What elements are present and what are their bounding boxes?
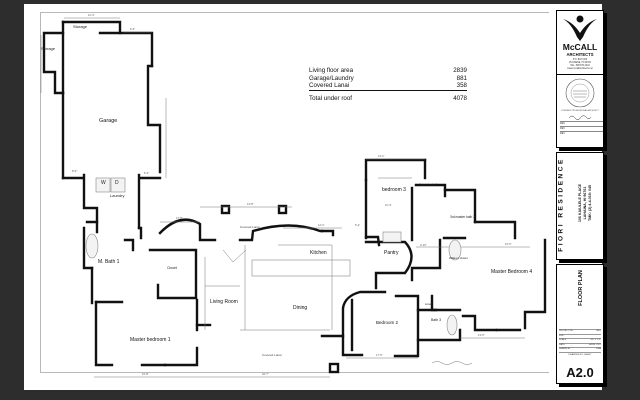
dim-bedroom3-top: 13'-1" bbox=[378, 155, 385, 158]
stamp-text: LICENSED PROFESSIONAL ARCHITECT bbox=[561, 110, 599, 112]
room-label-bedroom-2: Bedroom 2 bbox=[376, 320, 399, 325]
firm-address-line: TEL: 808.870.2322 bbox=[570, 65, 590, 67]
room-label-guest-bath-2: Guest bath 2 bbox=[419, 183, 438, 187]
washer-label: W bbox=[101, 180, 106, 186]
dim-mb4-width: 15'-0" bbox=[505, 243, 512, 246]
area-value: 881 bbox=[456, 74, 467, 82]
dim-kitchen-right: 6'-2" bbox=[355, 224, 361, 227]
room-label-master-bedroom-4: Master Bedroom 4 bbox=[491, 269, 533, 275]
room-label-laundry: Laundry bbox=[110, 193, 125, 198]
room-label-garage: Garage bbox=[99, 118, 118, 124]
dim-bedroom3-width: 10'-4" bbox=[385, 204, 392, 207]
sheet-title: FLOOR PLAN bbox=[578, 270, 584, 306]
room-label-walk-in-closet: Walk-in closet bbox=[449, 256, 468, 260]
drawing-border bbox=[40, 12, 549, 373]
room-label-covered-lanai-south: Covered Lanai bbox=[262, 353, 282, 357]
project-tmk: TMK: (2) 4-4-019: 045 bbox=[588, 185, 592, 221]
dim-kitchen-top: 12'-1" bbox=[318, 224, 325, 227]
drawing-no-label: DRAWING NO. SHEET bbox=[568, 353, 592, 356]
room-label-storage-left: Storage bbox=[41, 46, 56, 51]
room-label-linen: Linen bbox=[425, 302, 433, 306]
room-label-closet: Closet bbox=[167, 266, 177, 270]
firm-logo-icon bbox=[563, 15, 597, 41]
dim-garage-bottom-left: 8'-0" bbox=[72, 170, 78, 173]
area-row: Covered Lanai 358 bbox=[309, 82, 467, 91]
title-block-project: FIORI RESIDENCE 106 KAIULELE PLACE LAHAI… bbox=[556, 152, 604, 260]
dim-master1-bottom: 15'-8" bbox=[142, 373, 149, 376]
area-total-row: Total under roof 4078 bbox=[309, 95, 467, 103]
architect-stamp-icon bbox=[565, 78, 595, 108]
dim-lanai-left: 17'-8" bbox=[176, 217, 183, 220]
meta-row: FILE bbox=[559, 333, 601, 339]
firm-name: McCALL bbox=[562, 42, 598, 52]
sheet-number: A2.0 bbox=[566, 365, 594, 380]
dim-mb4-bottom: 13'-5" bbox=[478, 334, 485, 337]
firm-address-line: P.O. BOX 000 bbox=[572, 59, 588, 61]
project-name: FIORI RESIDENCE bbox=[557, 157, 565, 252]
rev-row: REV bbox=[560, 130, 603, 136]
area-total-value: 4078 bbox=[453, 94, 467, 102]
room-label-covered-lanai: Covered Lanai bbox=[240, 225, 260, 229]
dim-bedroom2-bottom: 17'-5" bbox=[376, 354, 383, 357]
area-row: Garage/Laundry 881 bbox=[309, 75, 467, 83]
area-value: 2839 bbox=[453, 67, 467, 74]
area-schedule: Living floor area 2839 Garage/Laundry 88… bbox=[309, 67, 467, 102]
area-label: Living floor area bbox=[309, 67, 354, 74]
firm-address-line: www.mccallarchitects.net bbox=[567, 68, 593, 70]
room-label-storage-top: Storage bbox=[73, 24, 88, 29]
area-total-label: Total under roof bbox=[309, 94, 352, 102]
rev-row: REV bbox=[560, 125, 603, 131]
room-label-bath-3: Bath 3 bbox=[431, 318, 442, 322]
dim-lanai-width: 14'-8" bbox=[247, 203, 254, 206]
dryer-label: D bbox=[115, 180, 119, 186]
dim-overall-bottom: 32'-7" bbox=[262, 373, 269, 376]
room-label-master-bath-3: 3rd master bath 3 bbox=[450, 215, 475, 219]
room-label-dining: Dining bbox=[293, 305, 308, 311]
rev-row: REV bbox=[560, 120, 603, 126]
area-row: Living floor area 2839 bbox=[309, 67, 467, 75]
dim-garage-bottom-right: 6'-0" bbox=[144, 172, 150, 175]
dim-garage-right-top: 6'-6" bbox=[130, 28, 136, 31]
room-label-living-room: Living Room bbox=[210, 299, 238, 305]
room-label-pantry: Pantry bbox=[384, 250, 399, 256]
meta-row: PROJECT NO.0001 bbox=[559, 329, 601, 332]
room-label-m-bath-1: M. Bath 1 bbox=[98, 259, 120, 265]
firm-sub: ARCHITECTS bbox=[566, 52, 594, 57]
title-block-firm: McCALL ARCHITECTS P.O. BOX 000 PUUNENE, … bbox=[556, 10, 604, 148]
area-label: Covered Lanai bbox=[309, 82, 350, 89]
room-label-bedroom-3: bedroom 3 bbox=[382, 187, 406, 193]
area-value: 358 bbox=[456, 82, 467, 89]
room-label-kitchen: Kitchen bbox=[310, 250, 327, 256]
drawing-sheet bbox=[24, 4, 602, 390]
firm-address-line: PUUNENE, HI 96784 bbox=[569, 62, 591, 64]
area-label: Garage/Laundry bbox=[309, 74, 354, 82]
dim-garage-top: 12'-3" bbox=[88, 14, 95, 17]
dim-pantry-side: 3'-10" bbox=[420, 244, 427, 247]
room-label-master-bedroom-1: Master bedroom 1 bbox=[130, 337, 171, 343]
signature-icon bbox=[568, 115, 592, 120]
